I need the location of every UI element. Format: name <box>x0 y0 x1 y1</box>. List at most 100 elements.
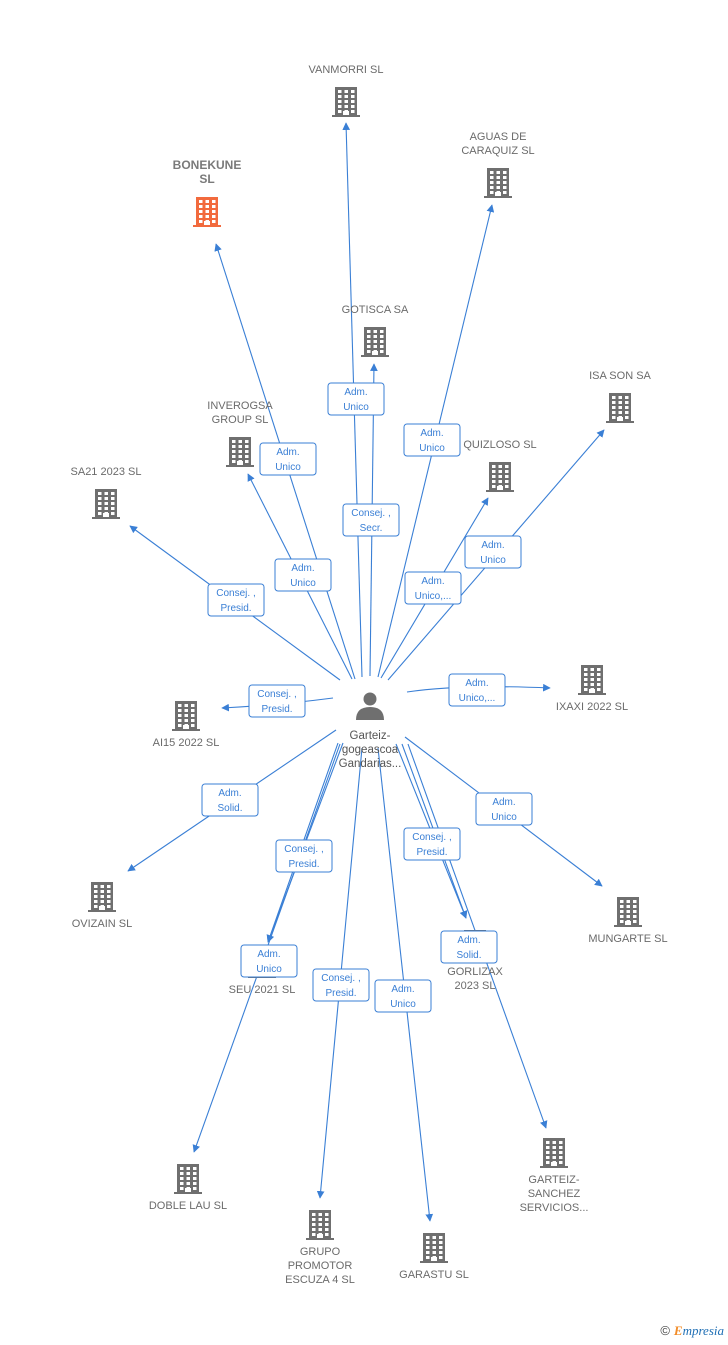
edge-label-text: Consej. , <box>412 832 451 843</box>
edge-label-text: Presid. <box>325 988 356 999</box>
company-node-ixaxi[interactable]: IXAXI 2022 SL <box>556 665 628 713</box>
company-node-sa21[interactable]: SA21 2023 SL <box>71 466 142 519</box>
edge-label-text: Presid. <box>416 847 447 858</box>
building-icon <box>420 1233 448 1263</box>
company-label-doblelau: DOBLE LAU SL <box>149 1200 227 1212</box>
edge-label-text: Consej. , <box>216 588 255 599</box>
company-label-quizloso: QUIZLOSO SL <box>463 439 536 451</box>
company-label-gorlizax: 2023 SL <box>455 980 496 992</box>
edge-label-text: Consej. , <box>257 689 296 700</box>
company-label-grupo: ESCUZA 4 SL <box>285 1274 355 1286</box>
building-icon <box>226 437 254 467</box>
building-icon <box>92 489 120 519</box>
edge-role-label[interactable]: Adm.Unico <box>475 792 533 826</box>
company-node-ai15[interactable]: AI15 2022 SL <box>153 701 220 749</box>
edge-role-label[interactable]: Adm.Unico <box>374 979 432 1013</box>
company-label-aguas: AGUAS DE <box>470 131 527 143</box>
edge-label-box <box>374 979 432 1013</box>
company-node-garteizsanchez[interactable]: GARTEIZ-SANCHEZSERVICIOS... <box>520 1138 589 1214</box>
company-label-bonekune: BONEKUNE <box>173 158 242 172</box>
edge-role-label[interactable]: Consej. , Presid. <box>248 684 306 718</box>
company-label-ixaxi: IXAXI 2022 SL <box>556 701 628 713</box>
edge-role-label[interactable]: Consej. , Presid. <box>403 827 461 861</box>
company-node-isason[interactable]: ISA SON SA <box>589 370 652 423</box>
edge-label-box <box>312 968 370 1002</box>
edge-label-box <box>475 792 533 826</box>
company-node-garastu[interactable]: GARASTU SL <box>399 1233 469 1281</box>
edge-label-box <box>403 827 461 861</box>
company-label-aguas: CARAQUIZ SL <box>461 145 534 157</box>
edge-label-text: Adm. <box>457 935 480 946</box>
company-label-bonekune: SL <box>199 172 214 186</box>
building-icon <box>174 1164 202 1194</box>
footer-brand: ©Empresia <box>660 1323 724 1339</box>
edge-label-text: Solid. <box>456 950 481 961</box>
company-node-doblelau[interactable]: DOBLE LAU SL <box>149 1164 227 1212</box>
company-node-vanmorri[interactable]: VANMORRI SL <box>309 64 384 117</box>
company-label-mungarte: MUNGARTE SL <box>588 933 667 945</box>
edge-role-label[interactable]: Consej. , Presid. <box>275 839 333 873</box>
edge-label-text: Adm. <box>291 563 314 574</box>
edge-role-label[interactable]: Consej. , Presid. <box>312 968 370 1002</box>
edge-role-label[interactable]: Adm.Unico <box>327 382 385 416</box>
edge-role-label[interactable]: Consej. ,Presid. <box>207 583 265 617</box>
edge-label-box <box>240 944 298 978</box>
edge-role-label[interactable]: Adm.Unico,... <box>404 571 462 605</box>
edge-role-label[interactable]: Adm.Unico <box>464 535 522 569</box>
edge-label-text: Solid. <box>217 803 242 814</box>
company-label-garteizsanchez: GARTEIZ- <box>528 1174 579 1186</box>
company-node-ovizain[interactable]: OVIZAIN SL <box>72 882 133 930</box>
company-node-gotisca[interactable]: GOTISCA SA <box>342 304 409 357</box>
edge-role-label[interactable]: Adm.Unico <box>274 558 332 592</box>
company-label-gotisca: GOTISCA SA <box>342 304 409 316</box>
building-icon <box>614 897 642 927</box>
edge-role-label[interactable]: Adm. Solid. <box>440 930 498 964</box>
edge-role-label[interactable]: Adm.Solid. <box>201 783 259 817</box>
company-label-garastu: GARASTU SL <box>399 1269 469 1281</box>
edge-label-text: Adm. <box>420 428 443 439</box>
edge-label-box <box>275 839 333 873</box>
nodes-layer: VANMORRI SL AGUAS DE CARAQUIZ SL BONEKUNESL… <box>71 64 668 1286</box>
building-icon <box>332 87 360 117</box>
company-node-mungarte[interactable]: MUNGARTE SL <box>588 897 668 945</box>
company-label-gorlizax: GORLIZAX <box>447 966 503 978</box>
edge-label-text: Unico <box>390 999 416 1010</box>
company-label-sa21: SA21 2023 SL <box>71 466 142 478</box>
edge-role-label[interactable]: Adm. Unico <box>403 423 461 457</box>
edges-layer <box>127 122 605 1222</box>
edge-label-text: Presid. <box>261 704 292 715</box>
company-label-isason: ISA SON SA <box>589 370 651 382</box>
edge-label-text: Unico <box>343 402 369 413</box>
edge-role-label[interactable]: Consej. ,Secr. <box>342 503 400 537</box>
person-icon <box>356 692 384 720</box>
company-node-aguas[interactable]: AGUAS DE CARAQUIZ SL <box>461 131 535 198</box>
edge-role-label[interactable]: Adm.Unico,... <box>448 673 506 707</box>
building-icon <box>540 1138 568 1168</box>
copyright-symbol: © <box>660 1323 670 1338</box>
company-node-quizloso[interactable]: QUIZLOSO SL <box>463 439 537 492</box>
edge-label-text: Adm. <box>465 678 488 689</box>
edge-label-text: Unico,... <box>415 591 452 602</box>
edge-label-box <box>248 684 306 718</box>
edge-label-text: Unico <box>419 443 445 454</box>
edge-label-box <box>259 442 317 476</box>
edge-label-text: Consej. , <box>321 973 360 984</box>
edge-label-text: Consej. , <box>351 508 390 519</box>
edge-role-label[interactable]: Adm.Unico <box>240 944 298 978</box>
person-name-label: Gandarias... <box>339 758 402 770</box>
edge-label-text: Presid. <box>288 859 319 870</box>
edge-label-box <box>327 382 385 416</box>
edge-label-box <box>403 423 461 457</box>
center-node[interactable]: Garteiz-gogeascoaGandarias... <box>339 692 402 771</box>
person-name-label: gogeascoa <box>342 744 399 756</box>
edge-label-box <box>274 558 332 592</box>
edge-role-label[interactable]: Adm.Unico <box>259 442 317 476</box>
building-icon <box>361 327 389 357</box>
edge-label-text: Consej. , <box>284 844 323 855</box>
edge-label-text: Adm. <box>481 540 504 551</box>
